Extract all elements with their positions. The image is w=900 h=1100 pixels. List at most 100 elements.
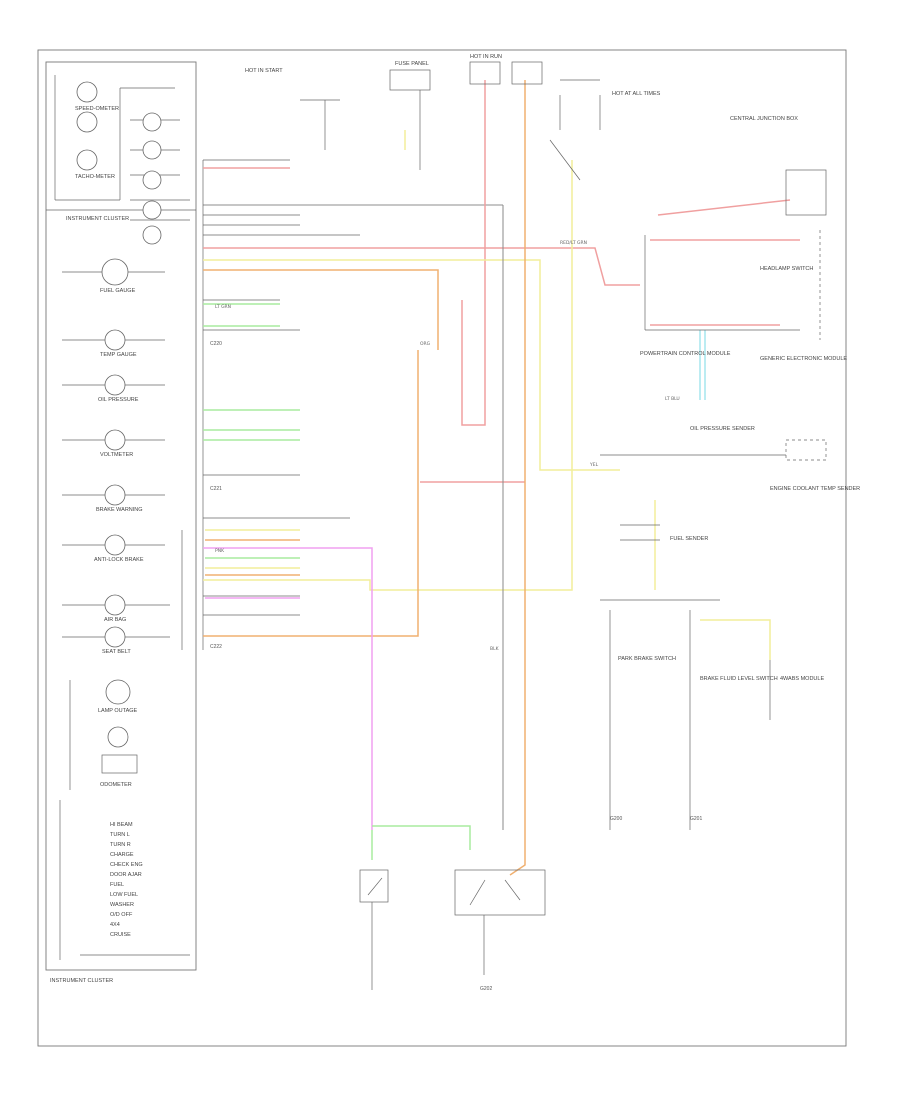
- indicator-item: TURN L: [110, 832, 130, 838]
- wire-label: ORG: [420, 341, 431, 347]
- top-components: [300, 61, 601, 181]
- label-pcm: POWERTRAIN CONTROL MODULE: [640, 351, 731, 357]
- switch-box: [454, 869, 546, 916]
- wire-label: YEL: [589, 462, 599, 468]
- label-hot-start: HOT IN START: [245, 68, 283, 74]
- fuse-box: [511, 61, 543, 85]
- cluster-top-label: INSTRUMENT CLUSTER: [66, 216, 129, 222]
- label-odometer: ODOMETER: [100, 782, 132, 788]
- gauge-circle: [76, 111, 98, 133]
- label-abs-module: 4WABS MODULE: [780, 676, 824, 682]
- label-lamp-switch: HEADLAMP SWITCH: [760, 266, 813, 272]
- label-belt: SEAT BELT: [102, 649, 131, 655]
- right-modules: [600, 169, 827, 830]
- label-brake: BRAKE WARNING: [96, 507, 143, 513]
- label-ground: G202: [480, 986, 492, 992]
- gauge-circle: [104, 329, 126, 351]
- label-fuse-panel: FUSE PANEL: [395, 61, 429, 67]
- label-brake-fluid: BRAKE FLUID LEVEL SWITCH: [700, 676, 778, 682]
- indicator-item: HI BEAM: [110, 822, 133, 828]
- label-oil-sender: OIL PRESSURE SENDER: [690, 426, 755, 432]
- label-speedo: SPEED-OMETER: [75, 106, 119, 112]
- label-lamp-out: LAMP OUTAGE: [98, 708, 138, 714]
- wire-label: LT GRN: [215, 304, 231, 310]
- label-hot-always: HOT AT ALL TIMES: [612, 91, 661, 97]
- diagram-frame: [37, 49, 847, 1047]
- label-tach: TACHO-METER: [75, 174, 115, 180]
- wire-green: [372, 825, 471, 850]
- indicator-item: CHECK ENG: [110, 862, 143, 868]
- fuse-box: [389, 69, 431, 91]
- connector-column: C220 C221 C222: [202, 159, 503, 650]
- label-fuel: FUEL GAUGE: [100, 288, 136, 294]
- label-oil: OIL PRESSURE: [98, 397, 139, 403]
- module-box: [785, 439, 827, 461]
- wire-label: LT BLU: [665, 396, 680, 402]
- gauge-circle: [76, 81, 98, 103]
- wire-label: PNK: [215, 548, 225, 554]
- wire-yellow: [700, 619, 771, 660]
- indicator-item: 4X4: [110, 922, 120, 928]
- gauge-circle: [76, 149, 98, 171]
- label-temp: TEMP GAUGE: [100, 352, 137, 358]
- gauge-circle: [104, 429, 126, 451]
- cluster-label: INSTRUMENT CLUSTER: [50, 978, 113, 984]
- indicator-item: LOW FUEL: [110, 892, 138, 898]
- indicator-item: CRUISE: [110, 932, 131, 938]
- wire-orange: [203, 350, 419, 637]
- wire-red: [657, 199, 791, 216]
- fuse-box: [469, 61, 501, 85]
- wires: [203, 80, 800, 876]
- indicator-item: WASHER: [110, 902, 134, 908]
- label-abs: ANTI-LOCK BRAKE: [94, 557, 144, 563]
- gauge-circle: [104, 534, 126, 556]
- wire-orange: [203, 269, 439, 350]
- cluster-outline: [45, 61, 197, 971]
- connector-label: C222: [210, 644, 222, 650]
- indicator-item: FUEL: [110, 882, 124, 888]
- gauge-circle: [104, 374, 126, 396]
- label-park-brake: PARK BRAKE SWITCH: [618, 656, 676, 662]
- bottom-switches: [359, 869, 546, 990]
- gauge-circle: [104, 626, 126, 648]
- indicator-list: HI BEAM TURN L TURN R CHARGE CHECK ENG D…: [110, 822, 143, 938]
- label-ground: G200: [610, 816, 622, 822]
- gauge-circle: [105, 679, 131, 705]
- odometer-box: [101, 754, 138, 774]
- wire-yellow: [203, 259, 620, 471]
- wire-red: [461, 80, 486, 426]
- gauge-circle: [104, 594, 126, 616]
- connector-label: C220: [210, 341, 222, 347]
- wire-yellow: [203, 160, 573, 591]
- gauge-circle: [142, 225, 162, 245]
- label-airbag: AIR BAG: [104, 617, 126, 623]
- gauge-circle: [142, 170, 162, 190]
- label-gem: GENERIC ELECTRONIC MODULE: [760, 356, 847, 362]
- relay-box: [785, 169, 827, 216]
- gauge-circle: [142, 112, 162, 132]
- instrument-cluster: [45, 61, 197, 971]
- wire-orange: [509, 80, 526, 876]
- switch-box: [359, 869, 389, 903]
- label-temp-sender: ENGINE COOLANT TEMP SENDER: [770, 486, 860, 492]
- indicator-item: O/D OFF: [110, 912, 133, 918]
- gauge-circle: [107, 726, 129, 748]
- wire-label: BLK: [490, 646, 500, 652]
- label-relay-box: CENTRAL JUNCTION BOX: [730, 116, 798, 122]
- label-volt: VOLTMETER: [100, 452, 133, 458]
- connector-label: C221: [210, 486, 222, 492]
- wire-pink: [203, 547, 373, 830]
- gauge-circle: [142, 140, 162, 160]
- indicator-item: DOOR AJAR: [110, 872, 142, 878]
- gauge-circle: [142, 200, 162, 220]
- indicator-item: CHARGE: [110, 852, 134, 858]
- label-ground: G201: [690, 816, 702, 822]
- gauge-circle: [104, 484, 126, 506]
- wire-label: RED/LT GRN: [560, 240, 587, 246]
- wire-red: [203, 247, 640, 286]
- indicator-item: TURN R: [110, 842, 131, 848]
- gauge-circle: [101, 258, 129, 286]
- label-fuel-sender: FUEL SENDER: [670, 536, 708, 542]
- label-hot-run: HOT IN RUN: [470, 54, 502, 60]
